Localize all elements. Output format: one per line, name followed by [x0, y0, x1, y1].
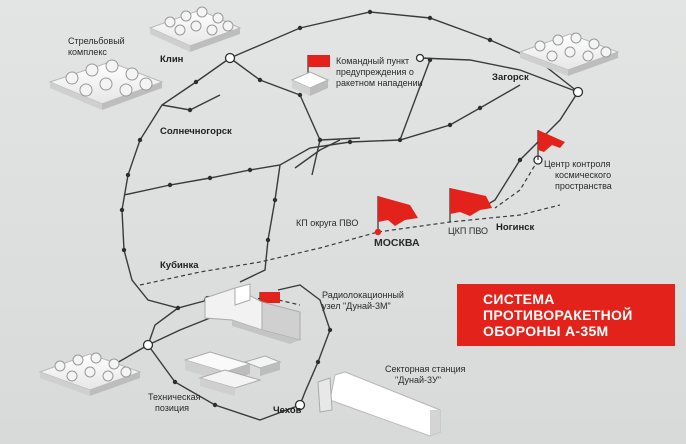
zagorsk-hub [572, 86, 584, 98]
firing-complex-bottom [38, 352, 142, 396]
command-post-label-2: предупреждения о [336, 67, 414, 77]
command-post-hub [415, 53, 425, 63]
sector-station-label-1: Секторная станция [385, 364, 466, 374]
city-labels: Клин Загорск Солнечногорск Кубинка МОСКВ… [160, 54, 534, 416]
city-chekhov: Чехов [273, 405, 302, 416]
city-zagorsk: Загорск [492, 72, 529, 83]
dashed-links [139, 159, 561, 306]
sector-station-label-2: "Дунай-3У" [395, 375, 441, 385]
technical-label-2: позиция [155, 403, 189, 413]
space-control-label-2: космического [555, 170, 611, 180]
klin-hub [224, 52, 236, 64]
city-solnechnogorsk: Солнечногорск [160, 126, 232, 137]
facility-labels: Стрельбовый комплекс Командный пункт пре… [68, 36, 612, 413]
firing-complex-top [148, 6, 242, 52]
tskp-flag [449, 188, 492, 222]
city-kubinka: Кубинка [160, 260, 199, 271]
command-post-label-1: Командный пункт [336, 56, 409, 66]
technical-building [183, 351, 282, 396]
kp-pvo-flag [374, 196, 418, 236]
firing-complex-label-2: комплекс [68, 47, 107, 57]
radar-label-1: Радиолокационный [322, 290, 404, 300]
map-title-box: СИСТЕМА ПРОТИВОРАКЕТНОЙ ОБОРОНЫ А-35М [457, 284, 675, 346]
technical-hub [142, 339, 154, 351]
space-control-label-3: пространства [555, 181, 612, 191]
space-control-flag [537, 130, 565, 160]
title-line-1: СИСТЕМА [483, 291, 555, 307]
chekhov-hub [294, 399, 306, 411]
firing-complex-left [48, 59, 164, 110]
command-post-label-3: ракетном нападении [336, 78, 423, 88]
space-control-label-1: Центр контроля [544, 159, 610, 169]
city-moskva: МОСКВА [374, 237, 420, 249]
flags [259, 55, 565, 310]
city-noginsk: Ногинск [496, 222, 534, 233]
command-post-building [290, 71, 330, 96]
network-nodes [119, 9, 543, 408]
radar-building [204, 283, 301, 344]
technical-label-1: Техническая [148, 392, 201, 402]
radar-label-2: узел "Дунай-3М" [322, 301, 391, 311]
firing-complex-label-1: Стрельбовый [68, 36, 125, 46]
sector-station-building [317, 371, 441, 437]
title-line-3: ОБОРОНЫ А-35М [483, 323, 609, 339]
firing-complex-right [518, 32, 620, 76]
tskp-pvo-label: ЦКП ПВО [448, 226, 488, 236]
title-line-2: ПРОТИВОРАКЕТНОЙ [483, 307, 633, 323]
inner-link [294, 139, 341, 169]
city-klin: Клин [160, 54, 184, 65]
kp-pvo-label: КП округа ПВО [296, 218, 358, 228]
